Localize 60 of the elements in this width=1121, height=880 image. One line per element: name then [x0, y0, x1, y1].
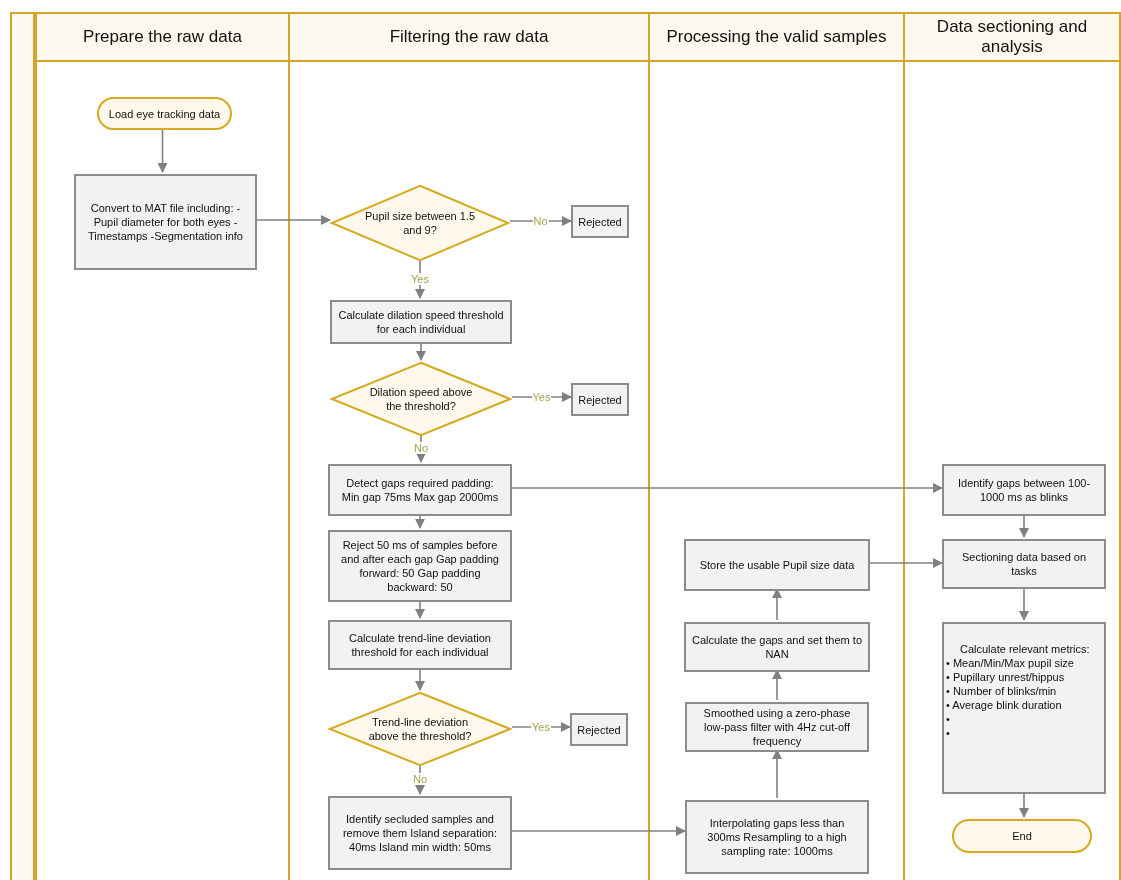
edge-label: Yes — [531, 721, 551, 733]
arrow — [157, 127, 168, 173]
process-box: Calculate the gaps and set them to NAN — [684, 622, 870, 672]
arrow — [509, 216, 572, 226]
arrow — [869, 558, 943, 568]
box-heading: Calculate relevant metrics: — [960, 642, 1090, 656]
process-box: Identify secluded samples and remove them Island separation: 40ms Island min width: 50ms — [328, 796, 512, 870]
process-box: Convert to MAT file including: -Pupil diameter for both eyes -Timestamps -Segmentation info — [74, 174, 257, 270]
arrow — [415, 599, 425, 619]
terminator: End — [952, 819, 1092, 853]
arrow — [254, 215, 331, 225]
pool-band — [10, 12, 35, 880]
process-box: Interpolating gaps less than 300ms Resampling to a high sampling rate: 1000ms — [685, 800, 869, 874]
arrow — [1019, 513, 1029, 538]
process-box: Calculate trend-line deviation threshold for each individual — [328, 620, 512, 670]
process-box: Rejected — [571, 205, 629, 238]
arrow — [415, 258, 425, 299]
terminator: Load eye tracking data — [97, 97, 232, 130]
swimlane — [35, 12, 290, 880]
edge-label: No — [411, 773, 429, 785]
process-box: Sectioning data based on tasks — [942, 539, 1106, 589]
arrow — [416, 341, 426, 361]
decision-diamond: Pupil size between 1.5 and 9? — [330, 185, 510, 261]
lane-title: Prepare the raw data — [37, 14, 288, 62]
process-box: Smoothed using a zero-phase low-pass filter with 4Hz cut-off frequency — [685, 702, 869, 752]
process-box: Rejected — [571, 383, 629, 416]
arrow — [415, 513, 425, 529]
list-item: • Average blink duration — [946, 698, 1062, 712]
decision-diamond: Dilation speed above the threshold? — [330, 362, 512, 436]
list-item: • Number of blinks/min — [946, 684, 1057, 698]
decision-diamond: Trend-line deviation above the threshold? — [328, 692, 512, 766]
list-item: • Mean/Min/Max pupil size — [946, 656, 1074, 670]
swimlane — [650, 12, 905, 880]
lane-title: Filtering the raw data — [290, 14, 648, 62]
process-box: Identify gaps between 100-1000 ms as blinks — [942, 464, 1106, 516]
arrow — [415, 667, 425, 691]
process-box: Reject 50 ms of samples before and after each gap Gap padding forward: 50 Gap padding backward: 50 — [328, 530, 512, 602]
edge-label: No — [412, 442, 430, 454]
lane-title: Processing the valid samples — [650, 14, 903, 62]
list-item: • — [946, 726, 950, 740]
swimlane — [290, 12, 650, 880]
process-box: Rejected — [570, 713, 628, 746]
arrow — [511, 483, 943, 493]
list-item: • Pupillary unrest/hippus — [946, 670, 1065, 684]
edge-label: No — [532, 215, 549, 227]
process-box: Store the usable Pupil size data — [684, 539, 870, 591]
arrow — [511, 826, 686, 836]
process-box — [942, 622, 1106, 794]
list-item: • — [946, 712, 950, 726]
arrow — [511, 392, 572, 402]
process-box: Detect gaps required padding: Min gap 75ms Max gap 2000ms — [328, 464, 512, 516]
arrow — [1019, 586, 1029, 621]
process-box: Calculate dilation speed threshold for each individual — [330, 300, 512, 344]
edge-label: Yes — [531, 391, 552, 403]
lane-title: Data sectioning and analysis — [905, 14, 1119, 62]
arrow — [772, 588, 782, 621]
arrow — [1019, 791, 1029, 818]
arrow — [772, 669, 782, 701]
arrow — [772, 749, 782, 799]
swimlane — [905, 12, 1121, 880]
